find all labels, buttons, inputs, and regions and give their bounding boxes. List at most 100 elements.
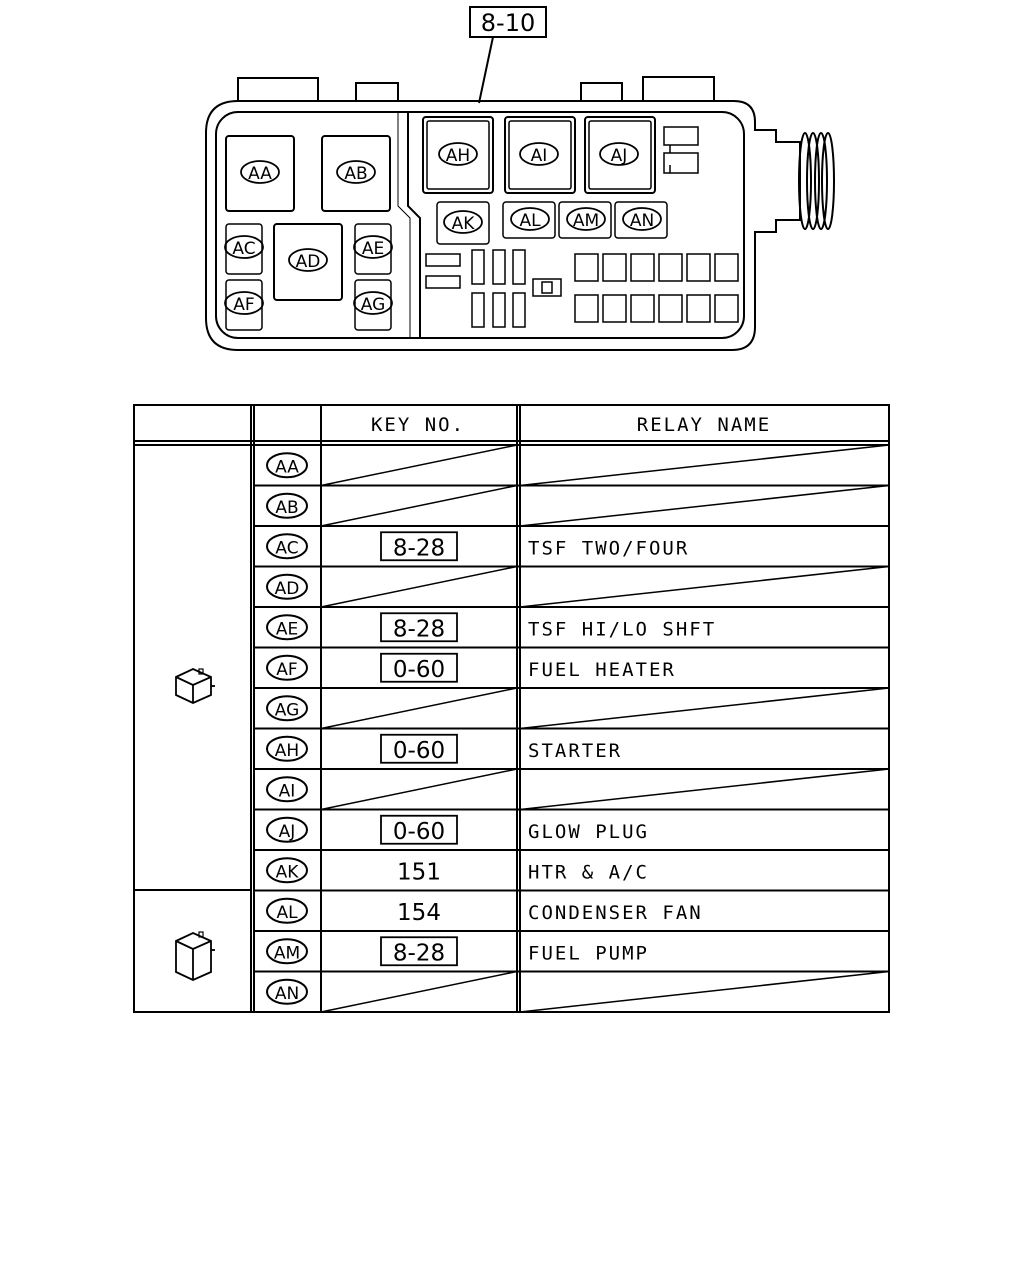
row-code-ai-text: AI bbox=[279, 781, 296, 801]
fuse-box bbox=[205, 76, 835, 351]
row-code-ak: AK bbox=[266, 857, 308, 884]
fuse-grid bbox=[574, 253, 739, 323]
relay-name-cell: TSF HI/LO SHFT bbox=[528, 618, 716, 640]
empty-key-slash bbox=[320, 565, 518, 608]
empty-key-slash bbox=[320, 970, 518, 1013]
key-no-box bbox=[380, 612, 458, 643]
row-code-af-text: AF bbox=[276, 660, 297, 680]
table-row: AA bbox=[266, 444, 890, 487]
relay-label-ai: AI bbox=[519, 142, 559, 166]
relay-label-al: AL bbox=[510, 207, 550, 231]
key-no-cell: 8-28 bbox=[393, 616, 445, 642]
relay-label-ag: AG bbox=[353, 291, 393, 315]
relay-label-aa: AA bbox=[240, 160, 280, 184]
relay-label-aa-text: AA bbox=[248, 164, 272, 184]
empty-name-slash bbox=[519, 687, 890, 730]
key-no-box bbox=[380, 733, 458, 764]
corrugated-cable bbox=[798, 132, 835, 230]
row-code-an-text: AN bbox=[275, 984, 299, 1004]
empty-name-slash bbox=[519, 484, 890, 527]
key-no-cell: 8-28 bbox=[393, 940, 445, 966]
relay-label-ac-text: AC bbox=[232, 239, 255, 259]
table-row: AN bbox=[254, 970, 890, 1013]
relay-label-an: AN bbox=[622, 207, 662, 231]
empty-key-slash bbox=[320, 484, 518, 527]
relay-label-am-text: AM bbox=[573, 211, 599, 231]
reference-callout: 8-10 bbox=[469, 6, 547, 104]
relay-label-ae: AE bbox=[353, 235, 393, 259]
row-code-am: AM bbox=[266, 938, 308, 965]
row-code-ag: AG bbox=[266, 695, 308, 722]
key-no-cell: 0-60 bbox=[393, 657, 445, 683]
relay-name-cell: GLOW PLUG bbox=[528, 821, 649, 843]
row-code-ae-text: AE bbox=[276, 619, 298, 639]
relay-name-cell: FUEL PUMP bbox=[528, 942, 649, 964]
relay-label-ai-text: AI bbox=[531, 146, 548, 166]
table-row: AH 0-60 STARTER bbox=[254, 727, 889, 764]
row-code-al: AL bbox=[266, 897, 308, 924]
row-code-an: AN bbox=[266, 978, 308, 1005]
table-row: AB bbox=[254, 484, 890, 527]
row-code-ad-text: AD bbox=[275, 579, 300, 599]
relay-name-cell: TSF TWO/FOUR bbox=[528, 537, 689, 559]
reference-box-label: 8-10 bbox=[481, 9, 535, 37]
empty-name-slash bbox=[519, 444, 890, 487]
row-code-ah-text: AH bbox=[275, 741, 299, 761]
relay-name-cell: CONDENSER FAN bbox=[528, 902, 703, 924]
row-code-ai: AI bbox=[266, 776, 308, 803]
relay-label-ad: AD bbox=[288, 248, 328, 272]
empty-name-slash bbox=[519, 970, 890, 1013]
relay-label-ak: AK bbox=[443, 210, 483, 234]
table-row: AM 8-28 FUEL PUMP bbox=[254, 930, 889, 966]
key-no-cell: 151 bbox=[397, 859, 441, 885]
table-row: AD bbox=[254, 565, 890, 608]
square-relay-icon bbox=[175, 668, 215, 704]
relay-label-ag-text: AG bbox=[361, 295, 386, 315]
relay-name-header: RELAY NAME bbox=[637, 414, 771, 436]
row-code-aa-text: AA bbox=[275, 457, 299, 477]
table-row: AK 151 HTR & A/C bbox=[254, 849, 889, 885]
table-row: AF 0-60 FUEL HEATER bbox=[254, 646, 889, 683]
row-code-aj-text: AJ bbox=[279, 822, 296, 842]
table-row: AI bbox=[254, 768, 890, 811]
tall-relay-icon bbox=[175, 931, 215, 981]
relay-label-aj-text: AJ bbox=[611, 146, 628, 166]
row-code-af: AF bbox=[266, 654, 308, 681]
empty-key-slash bbox=[320, 768, 518, 811]
relay-label-aj: AJ bbox=[599, 142, 639, 166]
relay-label-ac: AC bbox=[224, 235, 264, 259]
row-code-ad: AD bbox=[266, 573, 308, 600]
row-code-aa: AA bbox=[266, 452, 308, 479]
relay-label-ad-text: AD bbox=[296, 252, 321, 272]
relay-label-al-text: AL bbox=[519, 211, 541, 231]
key-no-header: KEY NO. bbox=[371, 414, 465, 436]
row-code-ag-text: AG bbox=[275, 700, 300, 720]
relay-label-am: AM bbox=[566, 207, 606, 231]
relay-label-an-text: AN bbox=[630, 211, 654, 231]
relay-label-ae-text: AE bbox=[362, 239, 384, 259]
table-row: AE 8-28 TSF HI/LO SHFT bbox=[254, 606, 889, 643]
key-no-cell: 0-60 bbox=[393, 738, 445, 764]
relay-name-cell: FUEL HEATER bbox=[528, 659, 676, 681]
row-code-aj: AJ bbox=[266, 816, 308, 843]
empty-name-slash bbox=[519, 768, 890, 811]
key-no-box bbox=[380, 652, 458, 683]
key-no-box bbox=[380, 531, 458, 562]
row-code-ac-text: AC bbox=[275, 538, 298, 558]
relay-label-ah: AH bbox=[438, 142, 478, 166]
row-code-ac: AC bbox=[266, 533, 308, 560]
relay-label-ah-text: AH bbox=[446, 146, 470, 166]
empty-key-slash bbox=[320, 444, 518, 487]
relay-name-cell: STARTER bbox=[528, 740, 622, 762]
row-code-am-text: AM bbox=[274, 943, 300, 963]
row-code-ab: AB bbox=[266, 492, 308, 519]
key-no-box bbox=[380, 814, 458, 845]
row-code-ab-text: AB bbox=[275, 498, 298, 518]
relay-name-cell: HTR & A/C bbox=[528, 861, 649, 883]
row-code-ak-text: AK bbox=[276, 862, 300, 882]
